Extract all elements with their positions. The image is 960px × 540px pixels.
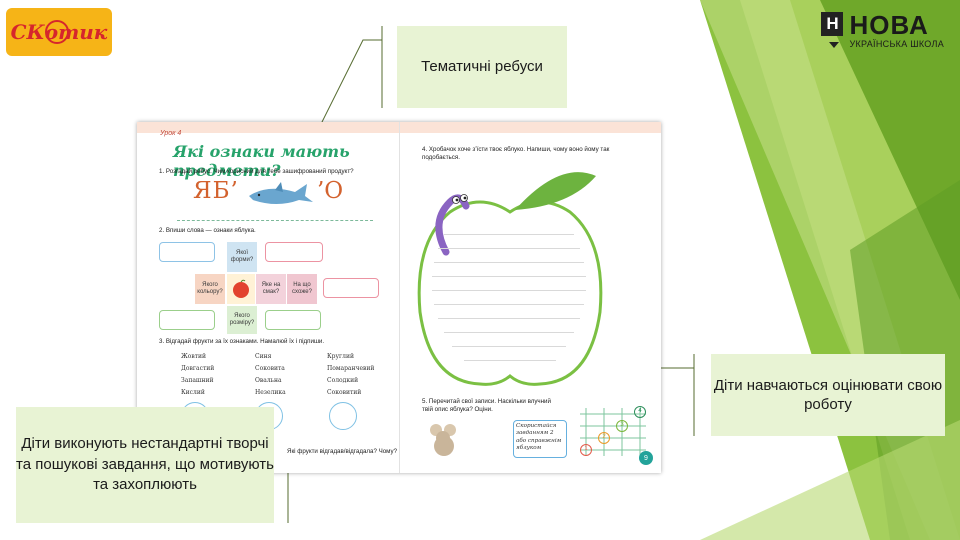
callout-thematic-rebuses: Тематичні ребуси [397, 26, 567, 108]
answer-box [159, 310, 215, 330]
apple-icon [227, 274, 255, 304]
page-number: 9 [639, 451, 653, 465]
fruit-trait-word: Соковитий [327, 389, 362, 396]
green-decoration [700, 0, 960, 540]
form-question: Якої форми? [227, 242, 257, 272]
rebus-left: ЯБ’ [193, 178, 239, 204]
arrow-down-icon [829, 42, 840, 48]
fruit-trait-word: Соковита [255, 365, 285, 372]
writing-line [444, 332, 574, 333]
nova-ukrainska-shkola-logo: Н НОВА УКРАЇНСЬКА ШКОЛА [821, 12, 944, 49]
writing-line [438, 318, 580, 319]
workbook-left-page: Урок 4 Які ознаки мають предмети? 1. Роз… [137, 122, 399, 473]
fruit-trait-word: Кислий [181, 389, 205, 396]
fruit-trait-word: Круглий [327, 353, 354, 360]
lesson-title: Які ознаки мають предмети? [173, 142, 350, 180]
answer-line [177, 220, 373, 221]
skotyk-logo-text: СКотик [10, 20, 108, 44]
writing-line [434, 304, 584, 305]
fruit-trait-word: Солодкий [327, 377, 359, 384]
nush-icon: Н [821, 12, 844, 36]
scale-level-4: 4 [634, 406, 646, 418]
workbook-right-page: 4. Хробачок хоче з’їсти твоє яблуко. Нап… [400, 122, 661, 473]
fruit-trait-word: Запашний [181, 377, 214, 384]
fruit-trait-word: Овальна [255, 377, 282, 384]
writing-line [438, 248, 580, 249]
nush-logo-title: НОВА [849, 10, 929, 40]
rebus-right: ’О [317, 178, 344, 204]
writing-line [444, 234, 574, 235]
hint-note: Скористайся завданням 2 або справжнім яб… [513, 420, 567, 458]
callout-self-assessment: Діти навчаються оцінювати свою роботу [711, 354, 945, 436]
nush-logo-subtitle: УКРАЇНСЬКА ШКОЛА [849, 39, 944, 49]
task-1-text: 1. Розгадай ребус. Чим корисний для тебе… [159, 168, 354, 175]
skotyk-logo: СКотик [6, 8, 112, 56]
fruit-trait-word: Помаранчевий [327, 365, 375, 372]
task-2-text: 2. Впиши слова — ознаки яблука. [159, 227, 256, 234]
writing-line [464, 360, 556, 361]
scale-level-1: 1 [580, 444, 592, 456]
writing-line [452, 346, 566, 347]
writing-line [434, 262, 584, 263]
shark-icon [249, 182, 313, 204]
color-question: Якого кольору? [195, 274, 225, 304]
writing-line [432, 290, 586, 291]
task-4-text: 4. Хробачок хоче з’їсти твоє яблуко. Нап… [422, 146, 610, 162]
task-3-question: Які фрукти відгадав/відгадала? Чому? [287, 448, 398, 455]
scale-level-3: 3 [616, 420, 628, 432]
task-3-text: 3. Відгадай фрукти за їх ознаками. Намал… [159, 338, 325, 345]
likeness-question: На що схоже? [287, 274, 317, 304]
fruit-trait-word: Незелика [255, 389, 286, 396]
answer-box [159, 242, 215, 262]
size-question: Якого розміру? [227, 306, 257, 334]
lesson-label: Урок 4 [160, 130, 182, 137]
fruit-trait-word: Довгастий [181, 365, 215, 372]
callout-creative-tasks: Діти виконують нестандартні творчі та по… [16, 407, 274, 523]
fruit-trait-word: Жовтий [181, 353, 207, 360]
taste-question: Яке на смак? [256, 274, 286, 304]
drawing-circle [329, 402, 357, 430]
sun-icon [45, 20, 69, 44]
answer-box [323, 278, 379, 298]
fruit-trait-word: Синя [255, 353, 272, 360]
writing-line [432, 276, 586, 277]
book-spine [399, 122, 400, 473]
task-5-text: 5. Перечитай свої записи. Наскільки влуч… [422, 398, 551, 414]
answer-box [265, 242, 323, 262]
scale-level-2: 2 [598, 432, 610, 444]
answer-box [265, 310, 321, 330]
mouse-icon [430, 424, 456, 456]
apple-outline-icon [417, 172, 603, 386]
